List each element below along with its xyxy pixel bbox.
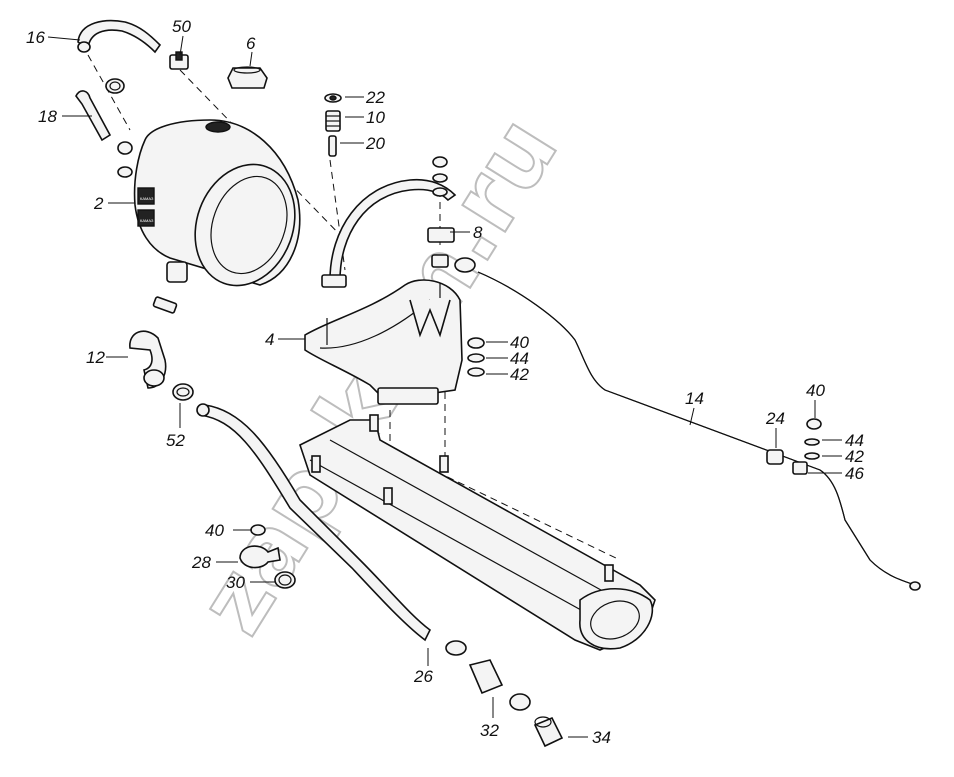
callout-50: 50 (172, 17, 191, 36)
fitting-small (152, 296, 178, 314)
callout-52: 52 (166, 431, 185, 450)
hose-18 (75, 90, 133, 178)
callout-14: 14 (685, 389, 704, 408)
callout-labels: 16 50 6 18 22 10 20 2 8 4 40 44 42 12 52… (26, 17, 864, 747)
callout-44-right: 44 (845, 431, 864, 450)
callout-12: 12 (86, 348, 105, 367)
callout-42-right: 42 (845, 447, 864, 466)
callout-42-upper: 42 (510, 365, 529, 384)
clamp-16 (105, 78, 125, 94)
filler-cap-6 (227, 66, 268, 89)
exhaust-pipe-frame (299, 414, 656, 651)
hardware-bottom (445, 640, 564, 748)
elbow-hose-12 (129, 330, 167, 389)
pipe-26 (196, 403, 432, 642)
fitting-50 (169, 51, 189, 70)
callout-4: 4 (265, 330, 274, 349)
callout-16: 16 (26, 28, 45, 47)
callout-26: 26 (413, 667, 433, 686)
hardware-left (239, 524, 296, 589)
callout-30: 30 (226, 573, 245, 592)
callout-46: 46 (845, 464, 864, 483)
stud-assembly (324, 93, 342, 157)
strap-8 (321, 156, 476, 288)
leader-lines (47, 35, 842, 738)
callout-20: 20 (365, 134, 385, 153)
hardware-right (766, 418, 822, 475)
hose-16 (77, 19, 162, 54)
callout-6: 6 (246, 34, 256, 53)
callout-24: 24 (765, 409, 785, 428)
callout-28: 28 (191, 553, 211, 572)
callout-18: 18 (38, 107, 57, 126)
cradle-4 (304, 279, 463, 405)
tank-marking-top: КАМАЗ (140, 196, 154, 201)
callout-44-upper: 44 (510, 349, 529, 368)
tank-marking-bottom: КАМАЗ (140, 218, 154, 223)
callout-34: 34 (592, 728, 611, 747)
callout-40-left: 40 (205, 521, 224, 540)
callout-10: 10 (366, 108, 385, 127)
callout-8: 8 (473, 223, 483, 242)
tank-2: КАМАЗ КАМАЗ (133, 119, 301, 287)
clamp-52 (172, 383, 194, 401)
callout-40-upper: 40 (510, 333, 529, 352)
hardware-40-44-42 (467, 337, 485, 377)
rod-14 (477, 271, 921, 591)
callout-40-right: 40 (806, 381, 825, 400)
callout-2: 2 (93, 194, 104, 213)
callout-22: 22 (365, 88, 385, 107)
callout-32: 32 (480, 721, 499, 740)
